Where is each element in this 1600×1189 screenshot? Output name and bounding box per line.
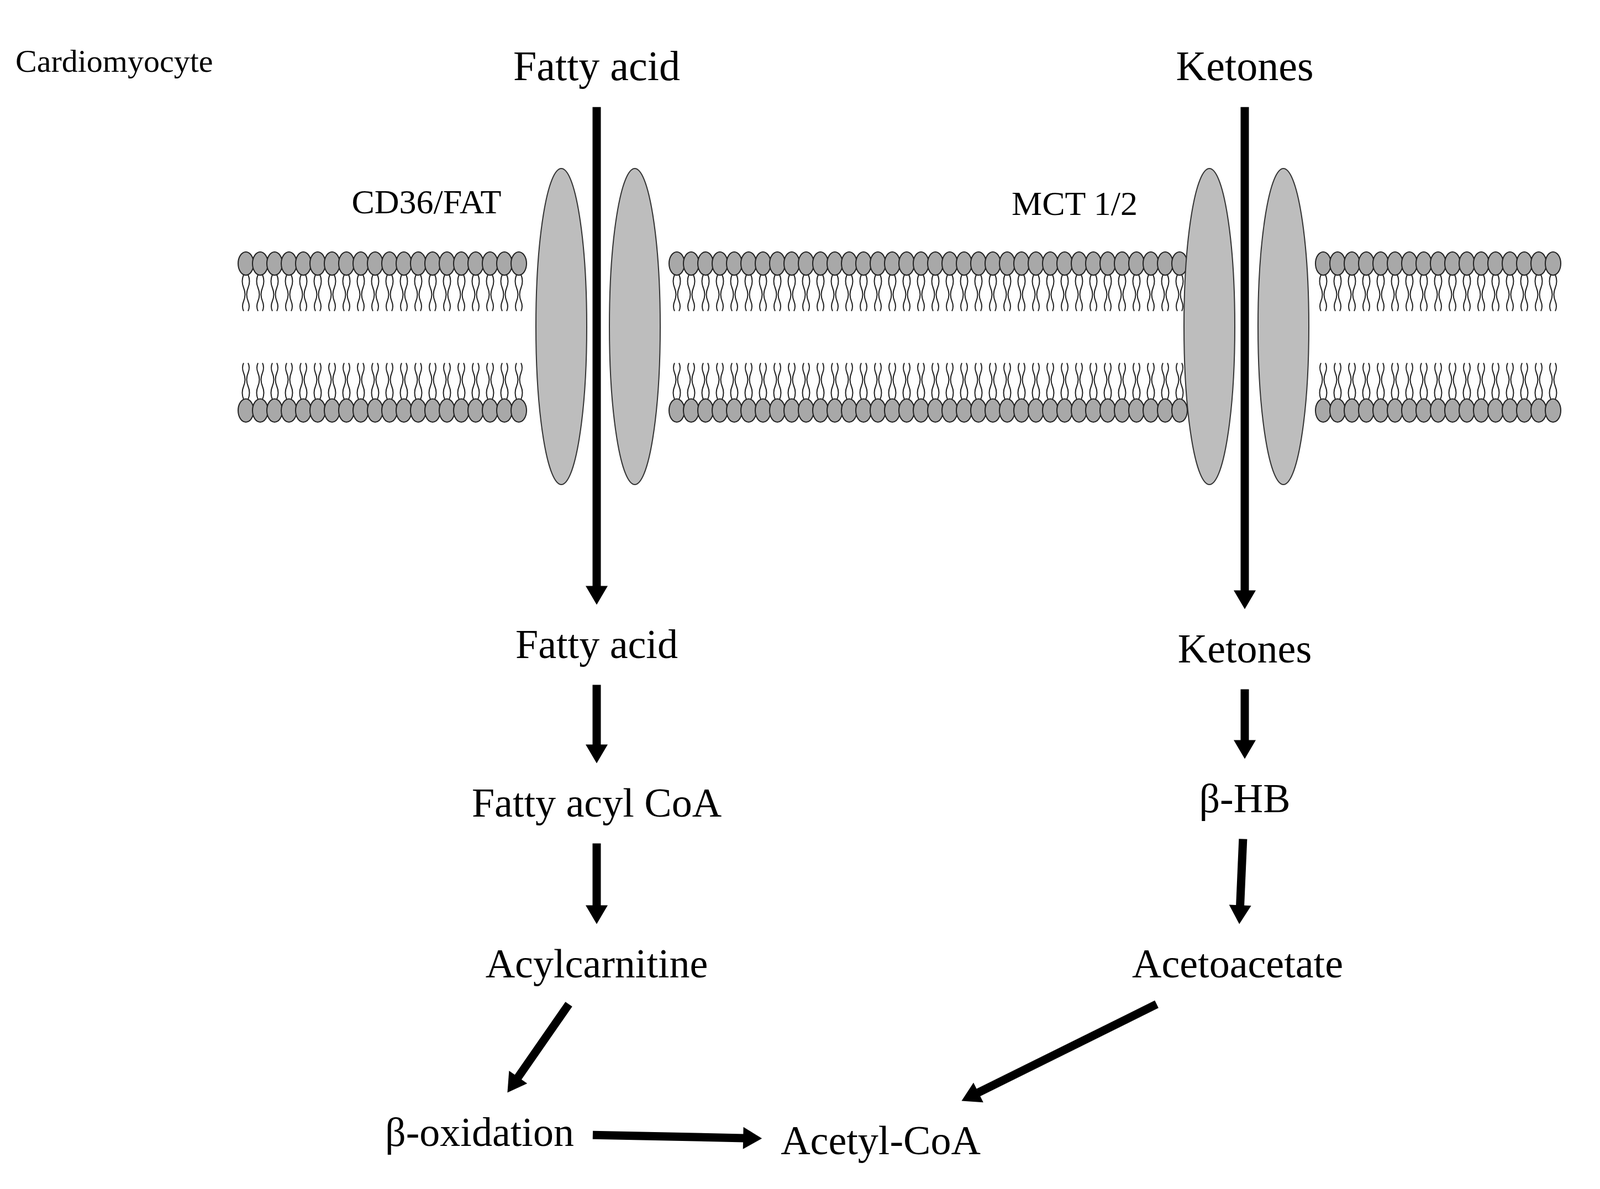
node-text: Ketones bbox=[1177, 625, 1313, 673]
flow-arrow bbox=[592, 843, 601, 907]
flow-arrow bbox=[517, 1004, 570, 1079]
flow-arrow bbox=[1240, 107, 1249, 592]
metabolite-node: Acetoacetate bbox=[1127, 938, 1348, 990]
metabolite-node: β-HB bbox=[1194, 772, 1295, 825]
arrow-head bbox=[743, 1127, 762, 1150]
metabolite-node: Fatty acid bbox=[511, 618, 683, 671]
flow-arrow bbox=[1240, 839, 1244, 907]
arrow-head bbox=[585, 744, 608, 763]
metabolite-node: Fatty acid bbox=[508, 39, 685, 93]
arrow-head bbox=[507, 1070, 528, 1093]
metabolite-node: β-oxidation bbox=[380, 1106, 579, 1159]
metabolite-node: Ketones bbox=[1171, 39, 1318, 93]
flow-arrow bbox=[977, 1004, 1157, 1094]
arrow-head bbox=[1229, 904, 1252, 925]
node-text: Acetoacetate bbox=[1132, 940, 1344, 988]
arrow-head bbox=[1233, 739, 1256, 759]
node-text: β-oxidation bbox=[385, 1108, 575, 1156]
node-text: Fatty acid bbox=[513, 41, 681, 91]
arrow-head bbox=[961, 1082, 983, 1103]
arrow-head bbox=[585, 904, 608, 924]
cell-label: Cardiomyocyte bbox=[15, 43, 214, 81]
metabolite-node: Fatty acyl CoA bbox=[467, 777, 726, 829]
node-text: Ketones bbox=[1175, 41, 1314, 91]
metabolite-node: Ketones bbox=[1173, 623, 1317, 675]
node-text: Fatty acyl CoA bbox=[471, 779, 722, 827]
node-text: Acylcarnitine bbox=[485, 940, 709, 988]
transporter-label: MCT 1/2 bbox=[1011, 183, 1138, 224]
transporter-label: CD36/FAT bbox=[351, 182, 502, 222]
node-text: Fatty acid bbox=[515, 620, 678, 668]
lipid-bilayer bbox=[238, 251, 1561, 423]
arrow-head bbox=[585, 585, 608, 605]
arrow-head bbox=[1233, 590, 1256, 609]
flow-arrow bbox=[592, 107, 602, 588]
metabolite-node: Acetyl-CoA bbox=[776, 1114, 986, 1167]
node-text: β-HB bbox=[1198, 775, 1291, 823]
node-text: Acetyl-CoA bbox=[780, 1117, 981, 1165]
flow-arrow bbox=[592, 685, 601, 746]
metabolite-node: Acylcarnitine bbox=[481, 938, 713, 990]
flow-arrow bbox=[1240, 689, 1250, 742]
flow-arrow bbox=[592, 1134, 745, 1139]
